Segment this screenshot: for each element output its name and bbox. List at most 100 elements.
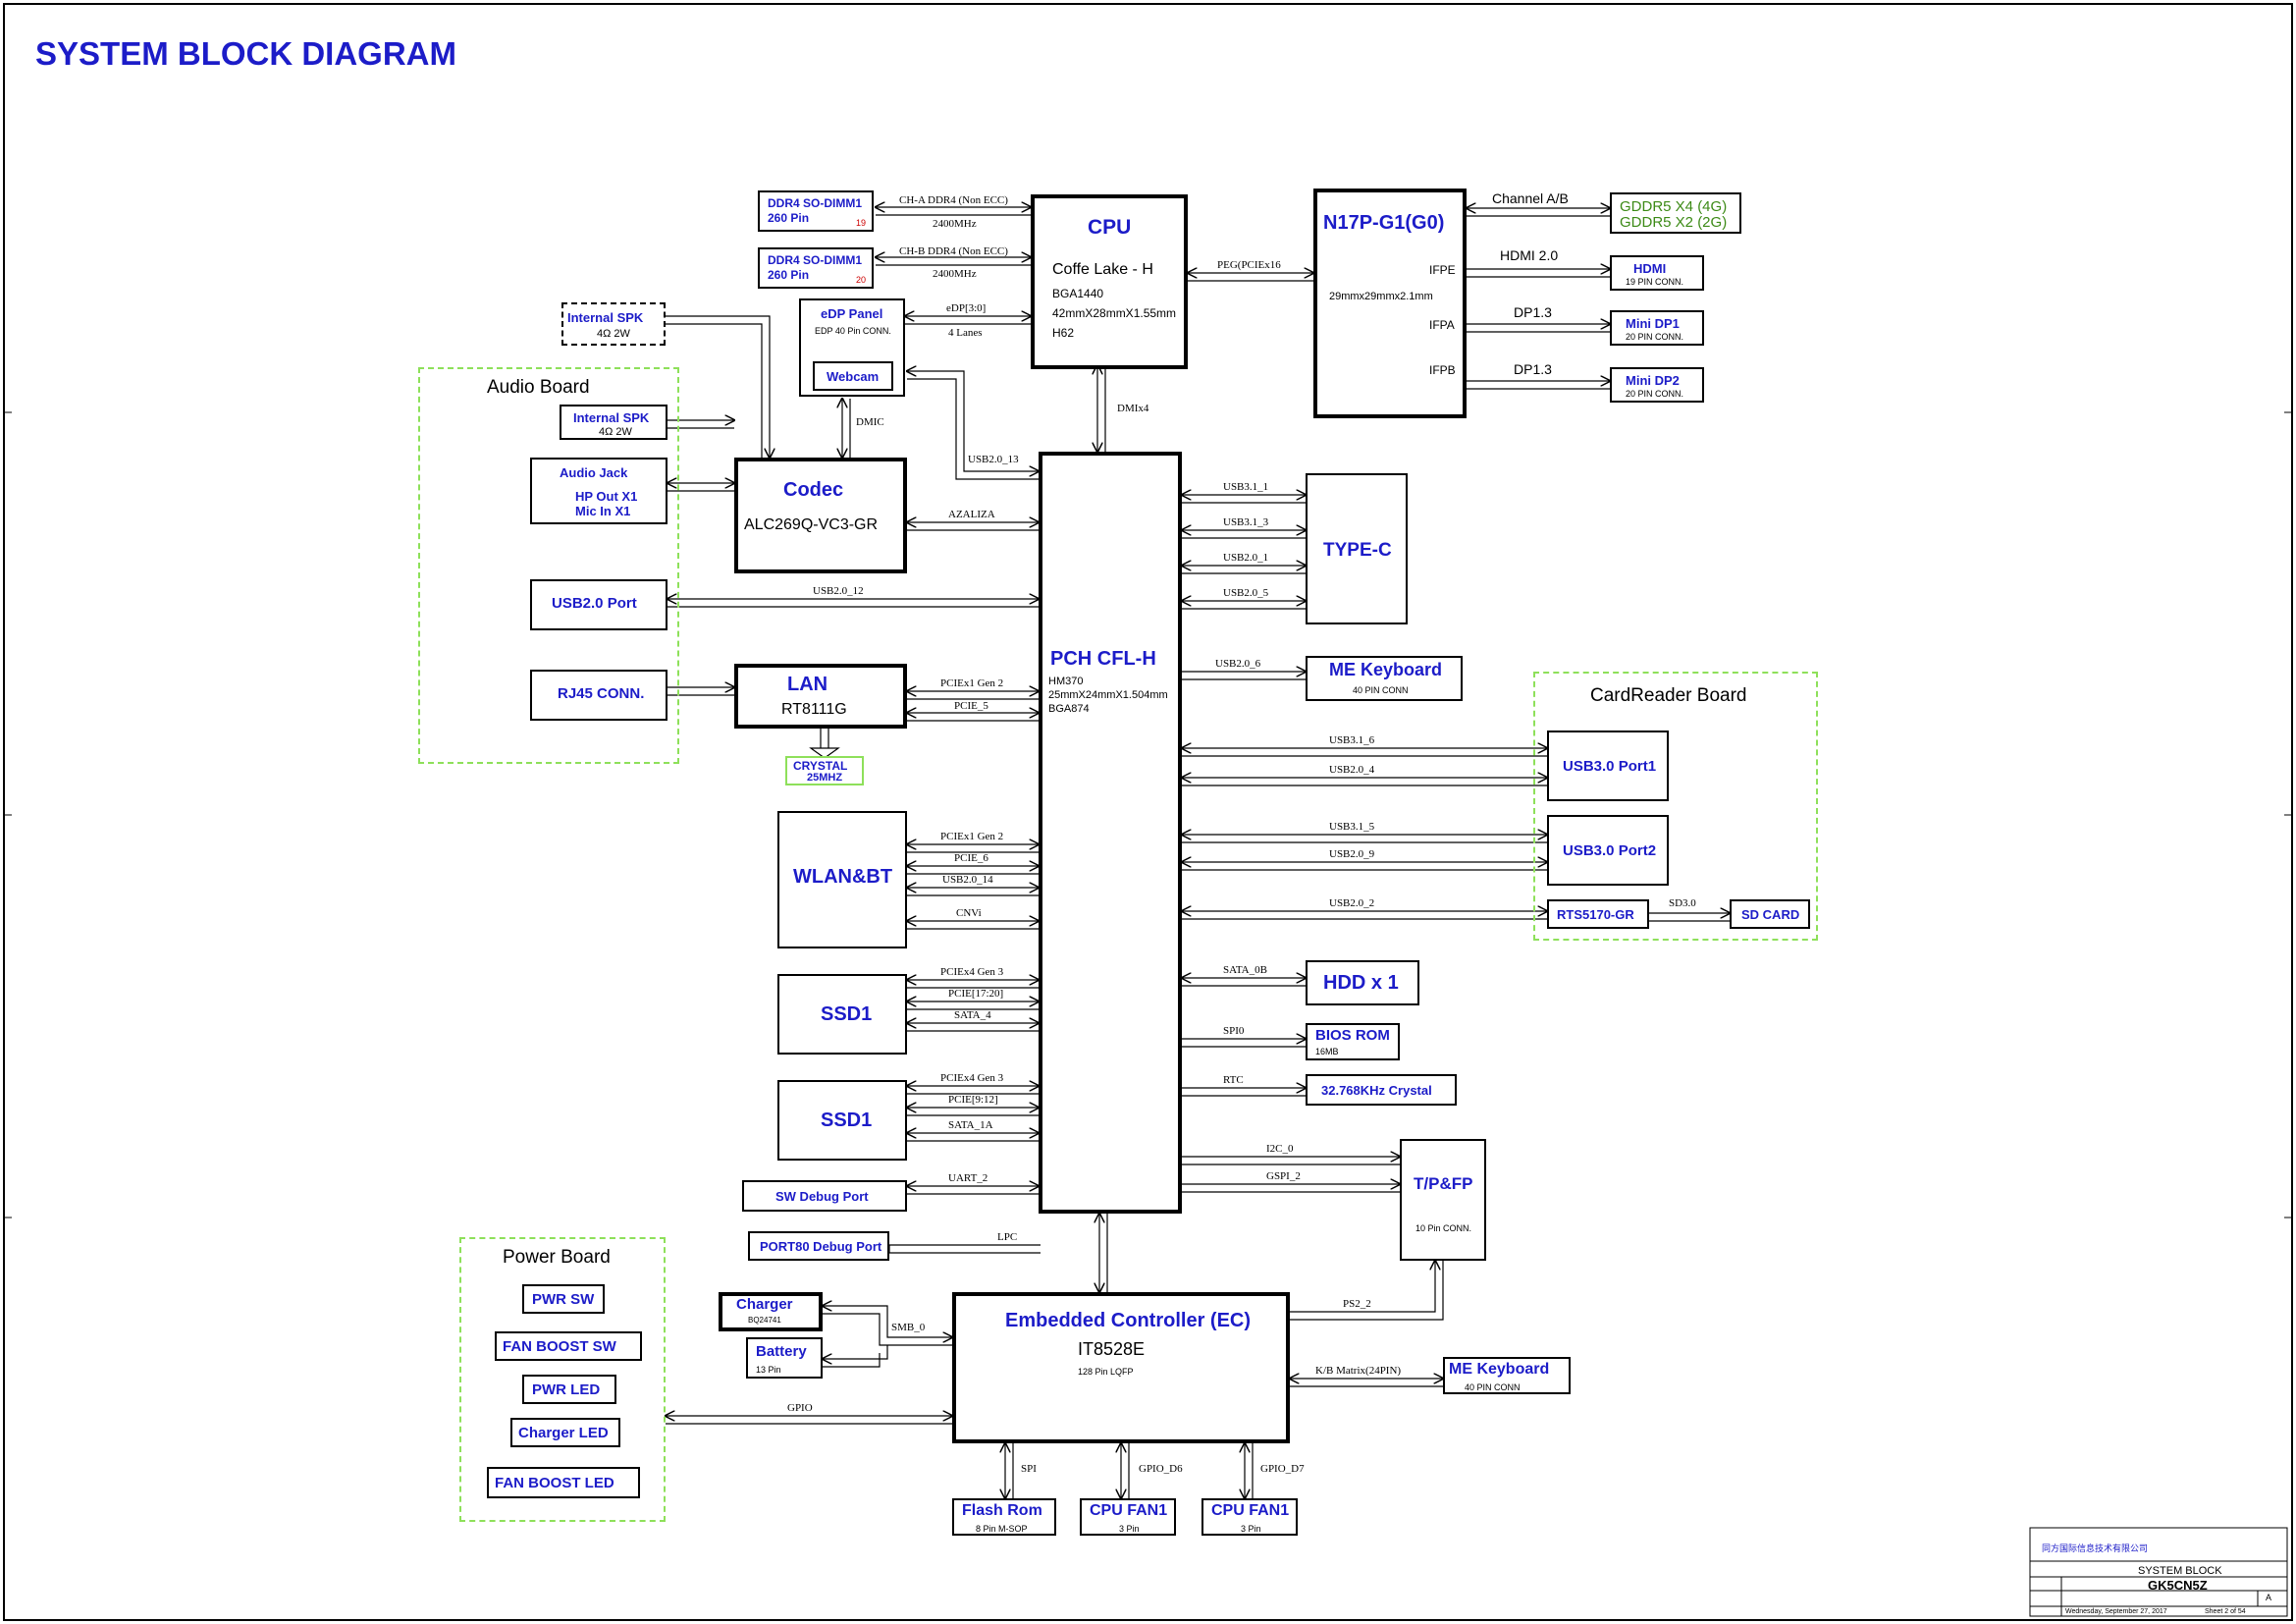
sig-usb20-2: USB2.0_2 [1329,897,1375,909]
sig-spi0: SPI0 [1223,1025,1245,1037]
ec-package: 128 Pin LQFP [1078,1367,1134,1377]
sig-uart2: UART_2 [948,1172,988,1184]
sig-pcie-gen3-b: PCIEx4 Gen 3 [940,1072,1004,1084]
wire-webcam [907,371,1039,480]
bus-hdmi [1467,269,1610,278]
cpu-package: BGA1440 [1052,287,1104,300]
sig-usb20-4: USB2.0_4 [1329,764,1375,776]
me-keyboard-pch-title: ME Keyboard [1329,660,1443,679]
sig-dp13-b: DP1.3 [1514,361,1552,377]
cardreader-board-group [1533,672,1818,941]
tp-fp-title: T/P&FP [1414,1174,1473,1193]
usb3-port1-block: USB3.0 Port1 [1547,731,1669,801]
sw-debug-block: SW Debug Port [742,1180,907,1212]
codec-block: Codec ALC269Q-VC3-GR [734,458,907,573]
bus-spi [1005,1443,1014,1498]
usb3-port2-block: USB3.0 Port2 [1547,815,1669,886]
flash-rom-block: Flash Rom 8 Pin M-SOP [952,1498,1056,1536]
charger-title: Charger [736,1296,793,1313]
dimm2-page: 20 [856,275,867,285]
bus-usb2port [667,599,1039,608]
internal-spk-top-block: Internal SPK 4Ω 2W [561,302,666,346]
charger-sub: BQ24741 [748,1316,781,1325]
bus-dmic [842,399,851,458]
sig-dmic: DMIC [856,416,884,428]
crystal-block: CRYSTAL 25MHZ [785,756,864,785]
ssd1-b-block: SSD1 [777,1080,907,1161]
bus-typec [1182,495,1306,610]
minidp2-title: Mini DP2 [1626,373,1680,388]
bus-hdd [1182,978,1306,987]
codec-part: ALC269Q-VC3-GR [744,516,879,533]
bios-rom-sub: 16MB [1315,1047,1339,1056]
bus-lpc [888,1244,1041,1254]
battery-sub: 13 Pin [756,1365,781,1375]
sig-usb20-1: USB2.0_1 [1223,552,1269,564]
bus-peg [1188,273,1313,282]
usb3-port1-label: USB3.0 Port1 [1563,758,1657,775]
titleblock-date: Wednesday, September 27, 2017 [2065,1608,2167,1615]
bus-ssd1a [907,980,1039,1032]
bus-smb [823,1306,952,1368]
pch-block: PCH CFL-H HM370 25mmX24mmX1.504mm BGA874 [1039,452,1182,1214]
wire-spk-codec [666,315,770,458]
me-keyboard-ec-title: ME Keyboard [1449,1361,1550,1378]
sig-pcie912: PCIE[9:12] [948,1094,998,1106]
usb3-port2-label: USB3.0 Port2 [1563,842,1657,859]
rts5170-block: RTS5170-GR [1547,899,1649,929]
battery-block: Battery 13 Pin [746,1337,823,1379]
gpu-size: 29mmx29mmx2.1mm [1329,291,1433,302]
lan-block: LAN RT8111G [734,664,907,729]
sig-pcie6: PCIE_6 [954,852,988,864]
sig-peg: PEG(PCIEx16 [1217,259,1281,271]
ec-part: IT8528E [1078,1339,1146,1359]
cpu-model: Coffe Lake - H [1052,261,1153,278]
titleblock-docno: GK5CN5Z [2148,1578,2208,1593]
bus-dimm2-cpu [876,257,1031,266]
webcam-block: Webcam [813,361,893,391]
rtc-crystal-block: 32.768KHz Crystal [1306,1074,1457,1106]
gpu-ifpe: IFPE [1429,263,1456,277]
titleblock-sheetno: Sheet 2 of 54 [2205,1608,2246,1615]
cpu-fan1-b-title: CPU FAN1 [1211,1502,1290,1519]
title-block-frame [2029,1527,2288,1617]
cpu-block: CPU Coffe Lake - H BGA1440 42mmX28mmX1.5… [1031,194,1188,369]
edp-title: eDP Panel [821,306,883,321]
ec-title: Embedded Controller (EC) [1005,1310,1252,1331]
audio-jack-hp: HP Out X1 [575,489,638,504]
pch-size: 25mmX24mmX1.504mm [1048,689,1168,701]
cpu-fan1-b-sub: 3 Pin [1241,1524,1261,1534]
edp-panel-block: eDP Panel EDP 40 Pin CONN. Webcam [799,298,905,397]
sig-channel-ab: Channel A/B [1492,190,1569,206]
sig-azalia: AZALIZA [948,509,995,520]
sig-usb31-5: USB3.1_5 [1329,821,1375,833]
bus-sd [1649,913,1730,922]
hdd-block: HDD x 1 [1306,960,1419,1005]
internal-spk-audio-sub: 4Ω 2W [599,426,632,438]
minidp1-block: Mini DP1 20 PIN CONN. [1610,310,1704,346]
pwr-sw-label: PWR SW [532,1291,595,1308]
internal-spk-audio-title: Internal SPK [573,410,650,425]
dimm1-pin: 260 Pin [768,211,810,225]
sig-usb2-12: USB2.0_12 [813,585,864,597]
titleblock-sheet: SYSTEM BLOCK [2138,1565,2222,1577]
webcam-label: Webcam [827,369,880,384]
minidp1-sub: 20 PIN CONN. [1626,332,1684,342]
sig-sata4: SATA_4 [954,1009,991,1021]
fan-boost-led-label: FAN BOOST LED [495,1475,614,1491]
fan-boost-sw-label: FAN BOOST SW [503,1338,616,1355]
power-board-label: Power Board [503,1247,611,1268]
pwr-sw-block: PWR SW [522,1284,605,1314]
bus-kb [1290,1379,1443,1387]
sig-cnvi: CNVi [956,907,982,919]
internal-spk-top-title: Internal SPK [567,310,644,325]
cpu-chipset: H62 [1052,326,1075,340]
tp-fp-sub: 10 Pin CONN. [1415,1223,1472,1233]
sig-chb: CH-B DDR4 (Non ECC) [899,245,1008,257]
sd-card-label: SD CARD [1741,907,1800,922]
rj45-label: RJ45 CONN. [558,685,645,702]
bus-lan1 [907,691,1039,700]
sig-kb-matrix: K/B Matrix(24PIN) [1315,1365,1402,1377]
internal-spk-top-sub: 4Ω 2W [597,328,630,340]
cpu-size: 42mmX28mmX1.55mm [1052,306,1177,320]
